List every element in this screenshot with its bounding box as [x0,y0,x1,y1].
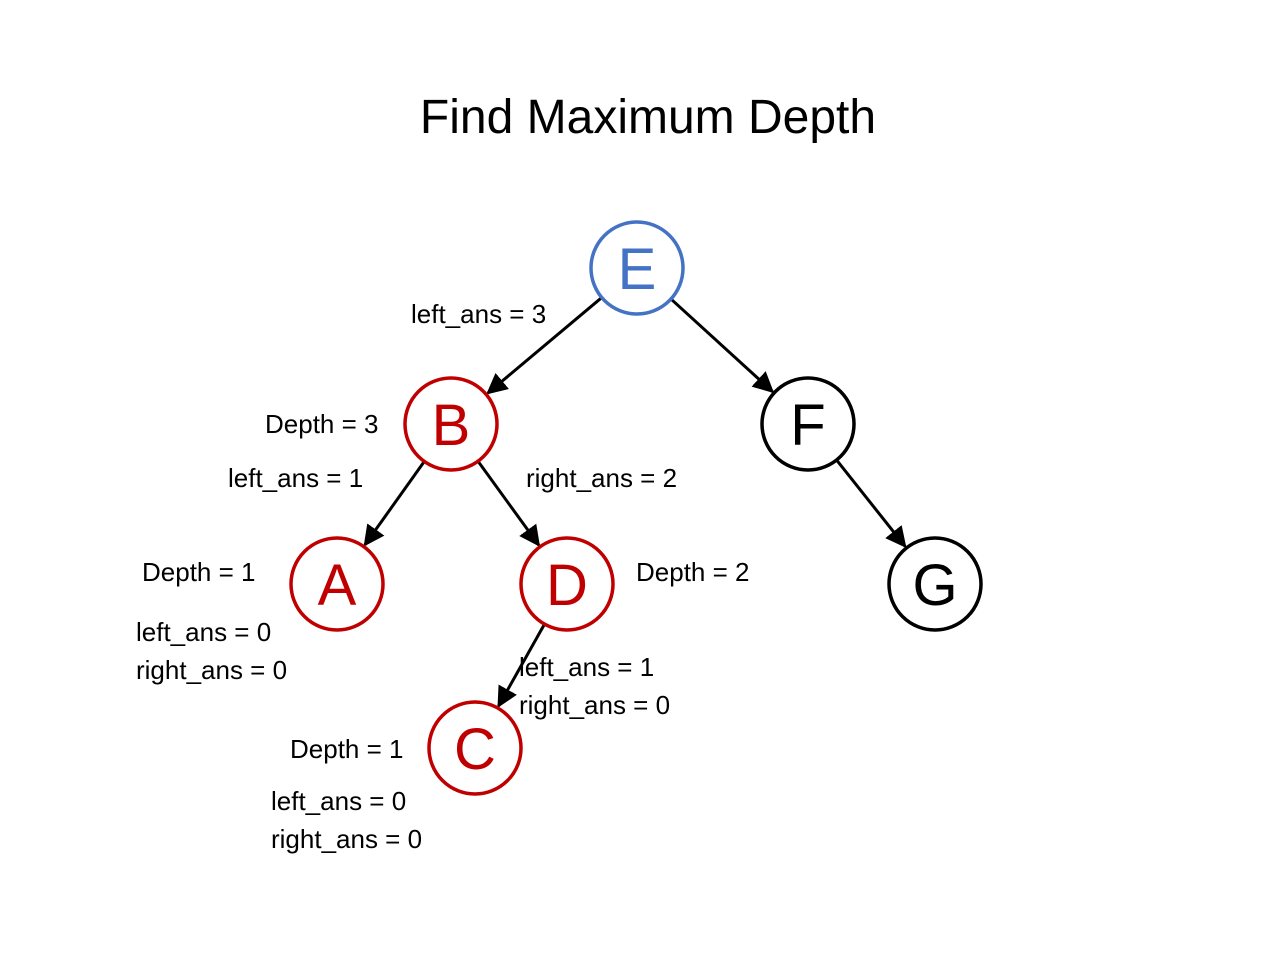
edge-e-f [670,298,775,394]
node-b: B [403,376,499,472]
label-d-right-ans: right_ans = 0 [519,690,671,720]
node-f: F [760,376,856,472]
label-b-right-ans: right_ans = 2 [526,463,678,493]
label-b-left-ans: left_ans = 1 [228,463,364,493]
edges-layer [363,297,907,708]
edge-b-d [477,461,541,547]
nodes-layer: E B F A D G C [289,220,983,796]
node-circle-f [760,376,856,472]
node-circle-c [427,700,523,796]
label-e-left-ans: left_ans = 3 [411,299,547,329]
node-label-d: D [546,553,588,618]
edge-d-c [497,624,546,708]
label-a-left-ans: left_ans = 0 [136,617,272,647]
node-d: D [519,536,615,632]
node-circle-g [887,536,983,632]
label-a-depth: Depth = 1 [142,557,256,587]
edge-e-b [486,297,602,395]
node-circle-a [289,536,385,632]
label-d-left-ans: left_ans = 1 [519,652,655,682]
node-circle-b [403,376,499,472]
node-circle-e [589,220,685,316]
node-e: E [589,220,685,316]
diagram-title: Find Maximum Depth [419,91,877,144]
node-label-g: G [912,553,957,618]
node-label-c: C [454,717,496,782]
edge-f-g [836,459,907,549]
label-b-depth: Depth = 3 [265,409,379,439]
label-c-right-ans: right_ans = 0 [271,824,423,854]
label-a-right-ans: right_ans = 0 [136,655,288,685]
node-label-a: A [318,553,357,618]
label-c-depth: Depth = 1 [290,734,404,764]
label-c-left-ans: left_ans = 0 [271,786,407,816]
node-label-f: F [790,393,825,458]
node-circle-d [519,536,615,632]
edge-b-a [363,461,425,547]
node-a: A [289,536,385,632]
node-c: C [427,700,523,796]
label-d-depth: Depth = 2 [636,557,750,587]
node-label-e: E [618,237,657,302]
node-label-b: B [432,393,471,458]
node-g: G [887,536,983,632]
